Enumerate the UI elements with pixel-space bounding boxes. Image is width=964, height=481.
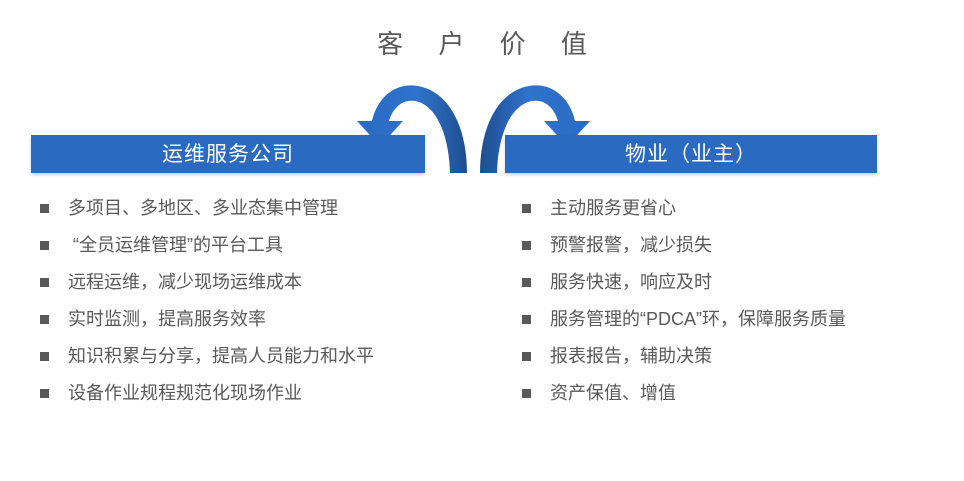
square-bullet-icon xyxy=(522,315,531,324)
list-item-label: 服务快速，响应及时 xyxy=(550,272,712,292)
list-item: “全员运维管理”的平台工具 xyxy=(40,233,500,270)
list-item-label: 预警报警，减少损失 xyxy=(550,235,712,255)
list-item: 设备作业规程规范化现场作业 xyxy=(40,381,500,418)
list-item-label: 资产保值、增值 xyxy=(550,383,676,403)
page-title: 客 户 价 值 xyxy=(377,29,601,59)
arc-arrow-right-path xyxy=(480,85,590,173)
list-item-label: 知识积累与分享，提高人员能力和水平 xyxy=(68,346,374,366)
square-bullet-icon xyxy=(40,389,49,398)
list-item-label: 设备作业规程规范化现场作业 xyxy=(68,383,302,403)
list-item: 预警报警，减少损失 xyxy=(522,233,952,270)
list-item-label: 服务管理的“PDCA”环，保障服务质量 xyxy=(550,309,846,329)
list-item: 主动服务更省心 xyxy=(522,196,952,233)
bullet-list-right: 主动服务更省心 预警报警，减少损失 服务快速，响应及时 服务管理的“PDCA”环… xyxy=(522,196,952,418)
list-item-label: 远程运维，减少现场运维成本 xyxy=(68,272,302,292)
square-bullet-icon xyxy=(522,241,531,250)
list-item: 多项目、多地区、多业态集中管理 xyxy=(40,196,500,233)
square-bullet-icon xyxy=(522,204,531,213)
arrow-group xyxy=(355,72,615,176)
square-bullet-icon xyxy=(522,278,531,287)
list-item-label: 多项目、多地区、多业态集中管理 xyxy=(68,198,338,218)
header-box-left: 运维服务公司 xyxy=(31,135,425,173)
list-item-label: 报表报告，辅助决策 xyxy=(550,346,712,366)
square-bullet-icon xyxy=(522,389,531,398)
square-bullet-icon xyxy=(40,204,49,213)
square-bullet-icon xyxy=(40,241,49,250)
list-item: 远程运维，减少现场运维成本 xyxy=(40,270,500,307)
list-item: 服务管理的“PDCA”环，保障服务质量 xyxy=(522,307,952,344)
list-item: 报表报告，辅助决策 xyxy=(522,344,952,381)
square-bullet-icon xyxy=(522,352,531,361)
arc-arrow-left-path xyxy=(357,85,467,173)
header-label-left: 运维服务公司 xyxy=(162,142,294,166)
list-item: 服务快速，响应及时 xyxy=(522,270,952,307)
list-item: 知识积累与分享，提高人员能力和水平 xyxy=(40,344,500,381)
header-label-right: 物业（业主） xyxy=(625,142,757,166)
square-bullet-icon xyxy=(40,278,49,287)
list-item-label: “全员运维管理”的平台工具 xyxy=(68,235,283,255)
square-bullet-icon xyxy=(40,352,49,361)
arc-arrow-to-left-box xyxy=(357,85,467,173)
header-box-right: 物业（业主） xyxy=(505,135,877,173)
bullet-list-left: 多项目、多地区、多业态集中管理 “全员运维管理”的平台工具 远程运维，减少现场运… xyxy=(40,196,500,418)
square-bullet-icon xyxy=(40,315,49,324)
list-item: 资产保值、增值 xyxy=(522,381,952,418)
list-item: 实时监测，提高服务效率 xyxy=(40,307,500,344)
arc-arrow-to-right-box xyxy=(480,85,590,173)
list-item-label: 实时监测，提高服务效率 xyxy=(68,309,266,329)
list-item-label: 主动服务更省心 xyxy=(550,198,676,218)
